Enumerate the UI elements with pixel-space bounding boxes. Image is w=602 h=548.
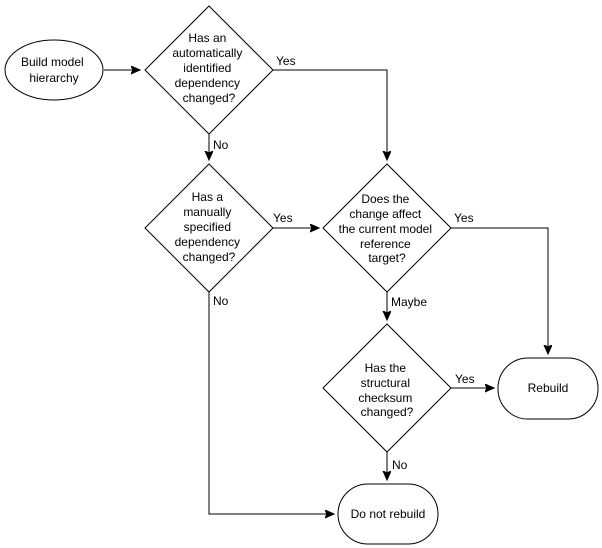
node-line: dependency [175, 76, 240, 90]
label-manual-dep-yes: Yes [273, 211, 293, 225]
node-line: Has the [365, 361, 407, 375]
node-line: changed? [183, 250, 236, 264]
node-line: structural [361, 376, 410, 390]
node-line: changed? [361, 405, 414, 419]
node-line: dependency [175, 235, 240, 249]
node-text: Has an automatically identified dependen… [172, 31, 245, 105]
node-line: Has a [192, 190, 224, 204]
node-line: identified [183, 61, 231, 75]
decision-checksum: Has the structural checksum changed? [322, 323, 452, 453]
label-manual-dep-no: No [213, 294, 229, 308]
decision-diamond [144, 163, 274, 293]
terminal-rounded-box [497, 357, 599, 420]
node-line: reference [360, 237, 411, 251]
edge-affect-target-yes [451, 227, 548, 353]
node-text: Rebuild [528, 381, 569, 395]
node-text: Has the structural checksum changed? [358, 361, 415, 419]
decision-affect-target: Does the change affect the current model… [322, 163, 452, 293]
edge-auto-dep-yes [273, 69, 387, 159]
node-line: Has an [188, 31, 226, 45]
terminal-do-not-rebuild: Do not rebuild [337, 483, 439, 545]
decision-diamond [322, 163, 452, 293]
label-affect-target-maybe: Maybe [391, 295, 427, 309]
node-line: manually [183, 205, 231, 219]
label-auto-dep-no: No [213, 138, 229, 152]
node-line: automatically [172, 46, 242, 60]
node-line: hierarchy [29, 71, 78, 85]
node-line: Build model [21, 55, 84, 69]
node-line: specified [184, 220, 231, 234]
terminal-rebuild: Rebuild [497, 357, 599, 420]
label-auto-dep-yes: Yes [276, 54, 296, 68]
node-line: changed? [183, 91, 236, 105]
terminal-rounded-box [337, 483, 439, 545]
edges [104, 70, 548, 514]
label-checksum-yes: Yes [455, 372, 475, 386]
node-text: Build model hierarchy [21, 55, 87, 85]
decision-auto-dependency: Has an automatically identified dependen… [144, 5, 274, 135]
start-ellipse [4, 39, 104, 101]
node-build-model-hierarchy: Build model hierarchy [4, 39, 104, 101]
node-line: the current model [339, 222, 432, 236]
edge-labels: Yes No Yes No Yes Maybe Yes No [213, 54, 475, 472]
decision-diamond [322, 323, 452, 453]
label-affect-target-yes: Yes [454, 211, 474, 225]
node-line: change affect [349, 207, 422, 221]
node-text: Do not rebuild [351, 507, 426, 521]
label-checksum-no: No [392, 458, 408, 472]
edge-manual-dep-no [208, 292, 333, 514]
node-line: target? [368, 251, 406, 265]
node-line: checksum [358, 391, 412, 405]
node-text: Has a manually specified dependency chan… [175, 190, 244, 264]
node-line: Does the [361, 192, 409, 206]
node-text: Does the change affect the current model… [339, 192, 436, 265]
decision-diamond [144, 5, 274, 135]
decision-manual-dependency: Has a manually specified dependency chan… [144, 163, 274, 293]
